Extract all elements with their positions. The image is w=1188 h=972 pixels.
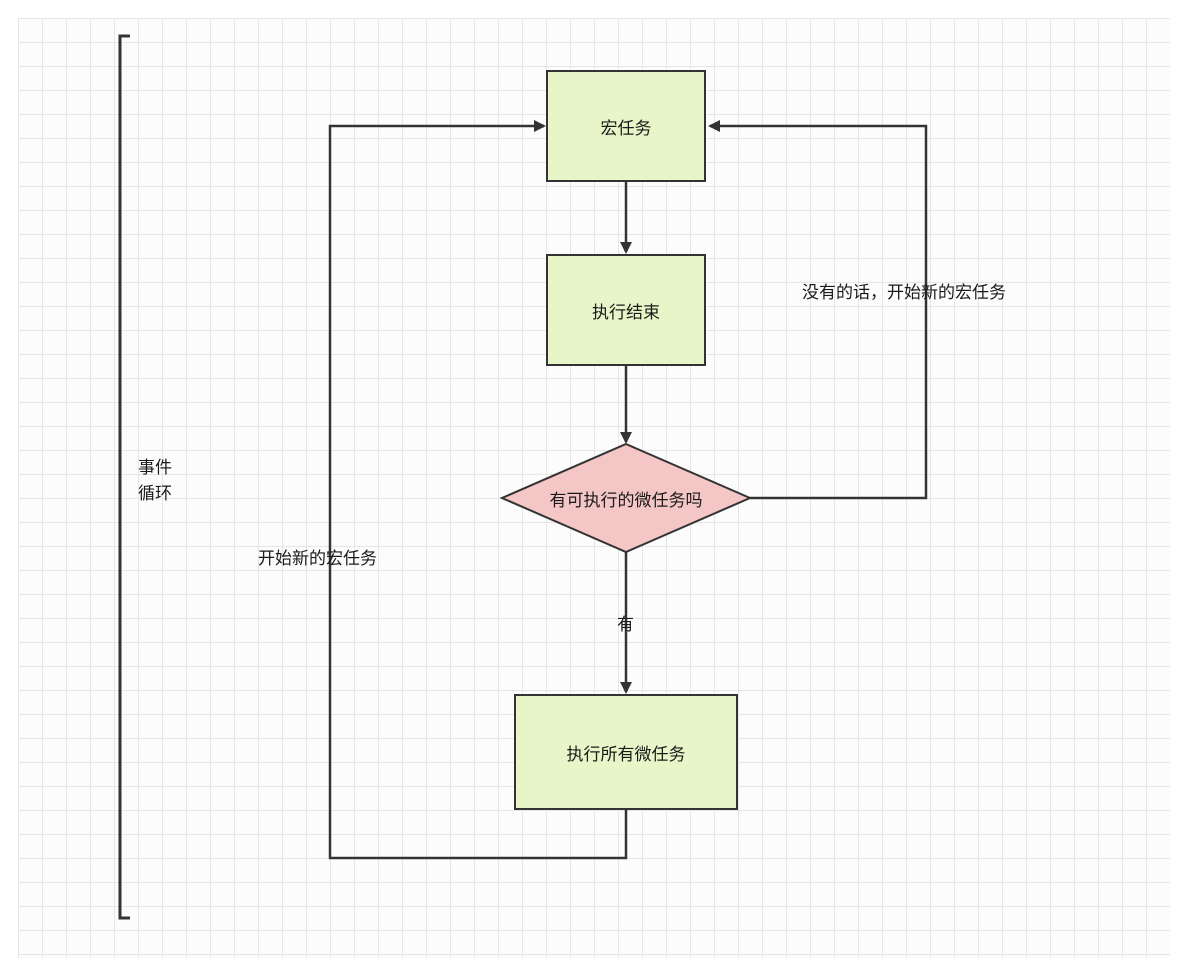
- macro-task-label: 宏任务: [600, 118, 652, 139]
- edge-label-no-start-new: 没有的话，开始新的宏任务: [802, 283, 1006, 303]
- exec-all-micro-node: 执行所有微任务: [514, 694, 738, 810]
- event-loop-label-line1: 事件: [138, 458, 172, 478]
- exec-all-micro-label: 执行所有微任务: [566, 744, 686, 765]
- event-loop-label: 事件 循环: [138, 455, 178, 507]
- decision-node: 有可执行的微任务吗: [502, 444, 750, 552]
- edge-label-yes: 有: [617, 615, 634, 635]
- decision-label: 有可执行的微任务吗: [549, 490, 703, 511]
- edge-label-start-new: 开始新的宏任务: [258, 549, 377, 569]
- edge-micro-to-macro: [328, 120, 628, 860]
- event-loop-label-line2: 循环: [138, 484, 172, 504]
- edge-decision-no-to-macro: [708, 120, 928, 500]
- event-loop-bracket: [118, 34, 130, 920]
- exec-end-label: 执行结束: [592, 302, 660, 323]
- decision-diamond: [499, 442, 753, 554]
- macro-task-node: 宏任务: [546, 70, 706, 182]
- exec-end-node: 执行结束: [546, 254, 706, 366]
